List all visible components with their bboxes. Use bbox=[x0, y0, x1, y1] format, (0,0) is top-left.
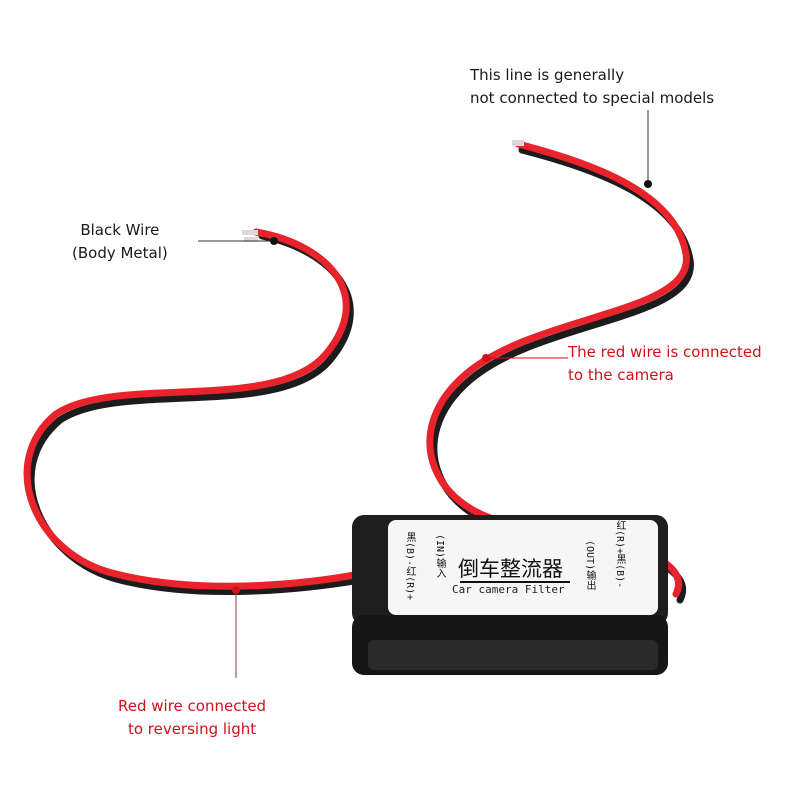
annotation-line: This line is generally bbox=[470, 66, 625, 84]
annotation-line: to the camera bbox=[568, 366, 674, 384]
filter-box bbox=[352, 515, 668, 675]
input-wire-tips bbox=[242, 230, 258, 242]
device-subtitle: Car camera Filter bbox=[452, 583, 565, 596]
annotation-reversing-wire: Red wire connected to reversing light bbox=[118, 695, 266, 741]
annotation-line: to reversing light bbox=[127, 720, 257, 738]
output-pins: 红(R)+黑(B)- bbox=[614, 520, 625, 589]
annotation-line: not connected to special models bbox=[470, 89, 715, 107]
annotation-line: Red wire connected bbox=[118, 697, 267, 715]
device-title: 倒车整流器 bbox=[458, 557, 563, 581]
annotation-line: The red wire is connected bbox=[568, 343, 762, 361]
annotation-line: (Body Metal) bbox=[72, 244, 168, 262]
annotation-line: Black Wire bbox=[80, 221, 160, 239]
input-label: (IN)输入 bbox=[434, 534, 445, 579]
output-label: (OUT)输出 bbox=[584, 540, 595, 591]
annotation-camera-wire: The red wire is connected to the camera bbox=[568, 341, 762, 387]
input-pins: 黑(B)-红(R)+ bbox=[404, 532, 415, 601]
annotation-top-right: This line is generally not connected to … bbox=[470, 64, 714, 110]
output-wire-tip bbox=[512, 140, 524, 146]
annotation-black-wire: Black Wire (Body Metal) bbox=[72, 219, 168, 265]
callout-lines bbox=[198, 110, 652, 678]
input-wire-pair bbox=[23, 228, 364, 596]
